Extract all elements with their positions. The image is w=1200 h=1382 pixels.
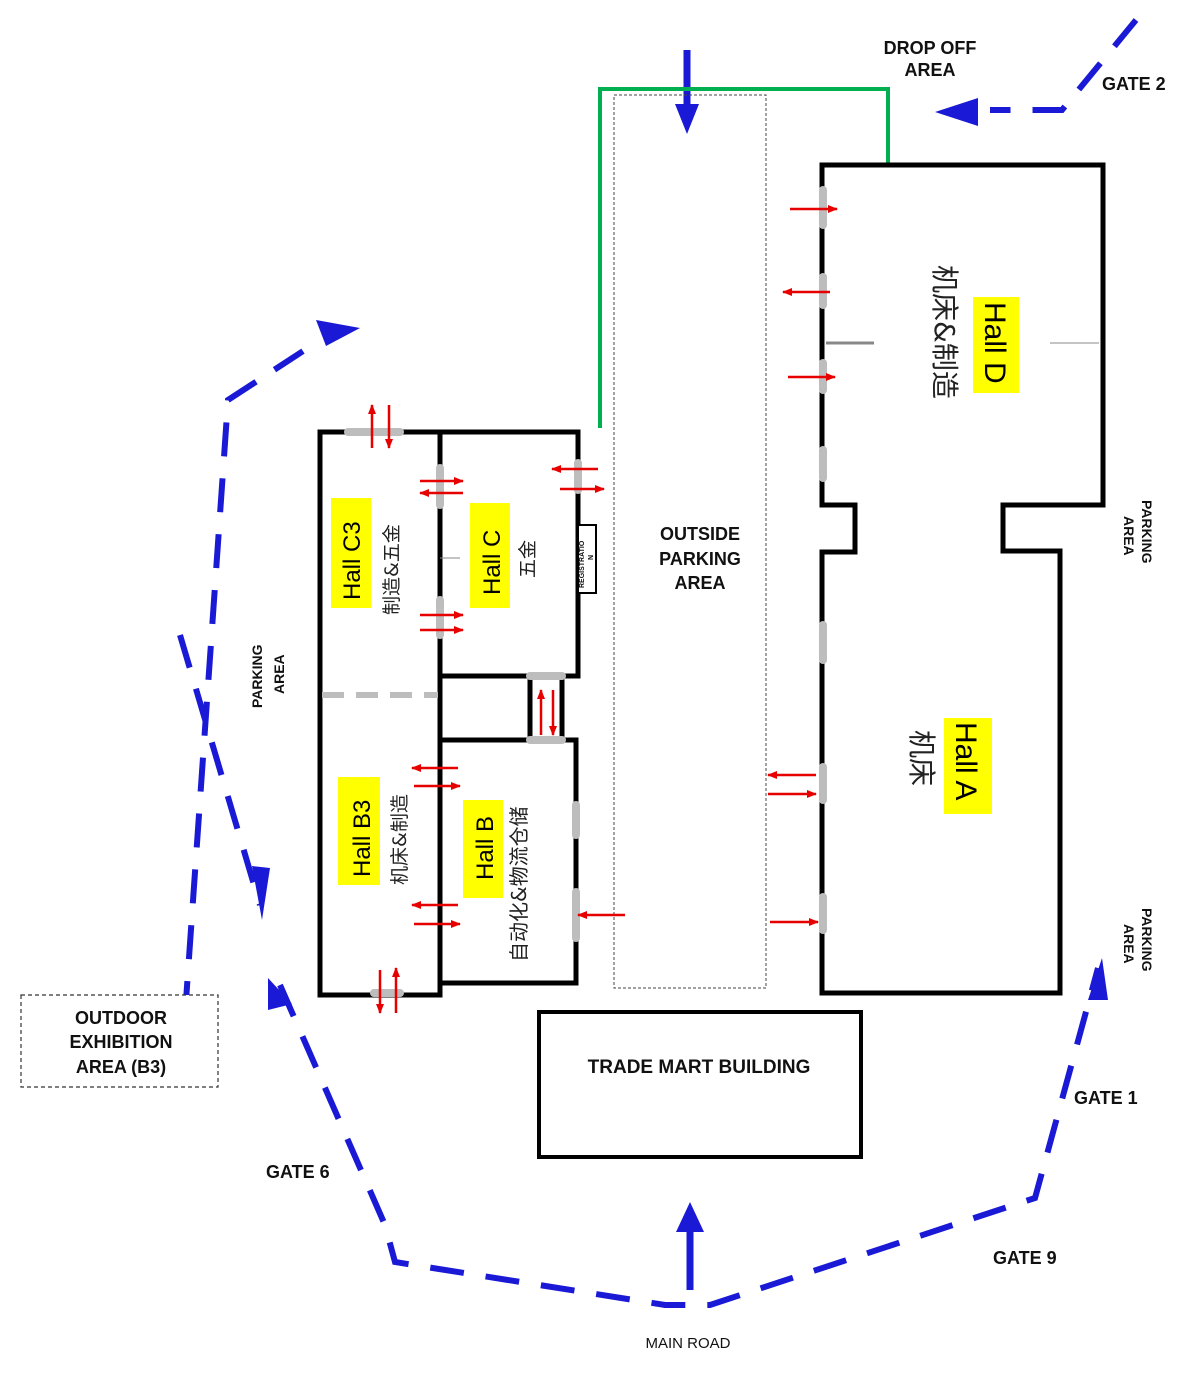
hall-a-desc: 机床 [905, 730, 938, 786]
trade-mart-label: TRADE MART BUILDING [588, 1057, 811, 1078]
drop-in-arrow-icon [675, 50, 699, 134]
hall-d-a-building [819, 162, 1106, 996]
outside-parking-label-2: PARKING [659, 549, 741, 569]
drop-off-label-2: AREA [904, 60, 955, 80]
main-road-arrow-icon [676, 1202, 704, 1290]
hall-c-desc: 五金 [517, 540, 539, 578]
gate-6-label: GATE 6 [266, 1162, 330, 1182]
parking-right-bottom-label-2: AREA [1121, 924, 1137, 964]
parking-left-label-2: AREA [271, 654, 287, 694]
registration-desk [577, 524, 597, 594]
corridor [437, 673, 565, 743]
trade-mart-building [537, 1010, 863, 1159]
gate-1-label: GATE 1 [1074, 1088, 1138, 1108]
hall-b3-name: Hall B3 [349, 800, 376, 877]
hall-d-desc: 机床&制造 [928, 265, 961, 399]
outdoor-exhibition-label-2: EXHIBITION [69, 1032, 172, 1052]
outside-parking-area [613, 94, 767, 989]
hall-c3-desc: 制造&五金 [381, 524, 403, 615]
visitor-route [177, 18, 1139, 1308]
outdoor-exhibition-area [20, 994, 219, 1088]
outside-parking-label-3: AREA [674, 573, 725, 593]
outdoor-exhibition-label-3: AREA (B3) [76, 1057, 166, 1077]
parking-left-label-1: PARKING [249, 644, 265, 708]
route-arrow-north-icon [316, 320, 360, 346]
main-road-label: MAIN ROAD [645, 1335, 730, 1352]
hall-c3-highlight [331, 498, 371, 608]
hall-b3-highlight [338, 777, 380, 885]
hall-c3-name: Hall C3 [339, 521, 366, 600]
parking-right-bottom-label-1: PARKING [1139, 908, 1155, 972]
green-access-path [598, 87, 890, 428]
route-arrow-down-icon [252, 866, 270, 920]
hall-b-building [437, 737, 579, 986]
outdoor-exhibition-label-1: OUTDOOR [75, 1008, 167, 1028]
gate-9-label: GATE 9 [993, 1248, 1057, 1268]
hall-a-name: Hall A [949, 722, 982, 800]
drop-off-label-1: DROP OFF [884, 38, 977, 58]
door-arrows [368, 205, 838, 1014]
hall-b3-desc: 机床&制造 [389, 794, 411, 885]
hall-b-desc: 自动化&物流仓储 [507, 806, 531, 962]
route-arrow-gate6-icon [268, 978, 292, 1010]
hall-c-highlight [470, 503, 510, 608]
hall-d-name: Hall D [978, 302, 1011, 384]
hall-b-name: Hall B [472, 816, 499, 880]
hall-c-name: Hall C [479, 530, 506, 595]
route-arrow-gate2-icon [935, 98, 978, 126]
gate-2-label: GATE 2 [1102, 74, 1166, 94]
parking-right-top-label-1: PARKING [1139, 500, 1155, 564]
registration-label-2: N [588, 555, 595, 560]
hall-doors-west [344, 428, 582, 997]
outside-parking-label-1: OUTSIDE [660, 524, 740, 544]
registration-label: REGISTRATIO [579, 540, 586, 588]
hall-a-highlight [944, 718, 992, 814]
parking-right-top-label-2: AREA [1121, 516, 1137, 556]
hall-b-highlight [463, 800, 503, 898]
hall-d-highlight [973, 297, 1019, 393]
route-arrow-gate1-icon [1088, 958, 1108, 1000]
